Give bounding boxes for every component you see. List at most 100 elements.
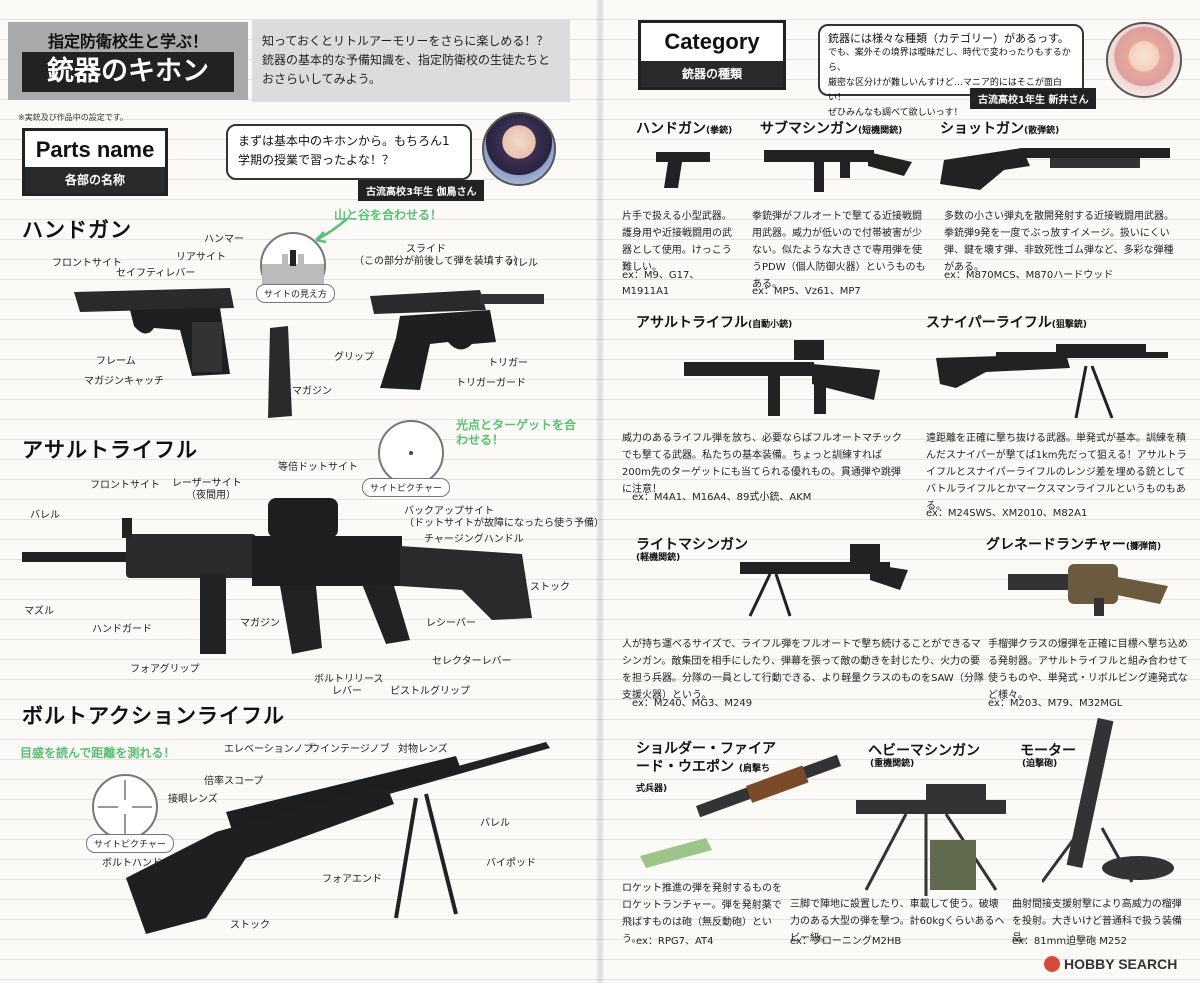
cat-mortar-ex: ex：81mm迫撃砲 M252 <box>1012 936 1127 947</box>
label-objective: 対物レンズ <box>398 744 448 755</box>
cat-smg-image <box>764 150 912 192</box>
label-barrel-bolt: バレル <box>480 818 510 829</box>
cat-gl-desc: 手榴弾クラスの爆弾を正確に目標へ撃ち込める発射器。アサルトライフルと組み合わせて… <box>988 639 1188 701</box>
bubble-line-4: ぜひみんなも調べて欲しいっす！ <box>828 108 963 118</box>
cat-sniper-image <box>936 344 1168 419</box>
cat-shotgun-image <box>940 148 1170 190</box>
label-forend: フォアエンド <box>322 874 382 885</box>
label-front-sight: フロントサイト <box>52 258 122 269</box>
section-title-handgun: ハンドガン <box>16 214 142 244</box>
section-title-assault-rifle: アサルトライフル <box>16 434 208 464</box>
label-rear-sight: リアサイト <box>176 252 226 263</box>
cat-handgun-desc: 片手で扱える小型武器。護身用や近接戦闘用の武器として使用。けっこう難しい。 <box>622 211 732 273</box>
cat-sniper-ex: ex：M24SWS、XM2010、M82A1 <box>926 508 1088 519</box>
handgun-image-2 <box>370 290 544 390</box>
speech-bubble-right: 銃器には様々な種類（カテゴリー）があるっす。 でも、案外その境界は曖昧だし、時代… <box>818 24 1084 118</box>
label-trigger: トリガー <box>488 358 528 369</box>
label-elevation: エレベーションノブ <box>224 744 314 755</box>
cat-hmg-sub: (重機関銃) <box>870 759 915 769</box>
label-grip: グリップ <box>334 352 374 363</box>
parts-name-badge: Parts name 各部の名称 <box>22 128 168 196</box>
label-charging-handle: チャージングハンドル <box>424 534 524 545</box>
label-laser: レーザーサイト <box>172 478 242 489</box>
label-stock-bolt: ストック <box>230 920 270 931</box>
category-badge: Category 銃器の種類 <box>638 20 786 90</box>
cat-sfw-ex: ex：RPG7、AT4 <box>636 936 714 947</box>
label-bipod: バイポッド <box>486 858 536 869</box>
label-slide-note: （この部分が前後して弾を装填する） <box>354 256 524 267</box>
magazine-image <box>268 326 292 418</box>
cat-ar-title: アサルトライフル(自動小銃) <box>632 312 797 332</box>
section-title-bolt-action: ボルトアクションライフル <box>16 700 295 730</box>
label-eyepiece: 接眼レンズ <box>168 794 218 805</box>
bolt-hint: 目盛を読んで距離を測れる！ <box>20 746 176 760</box>
category-title: Category <box>664 29 760 54</box>
handgun-sight-caption: サイトの見え方 <box>256 284 336 303</box>
cat-mortar-desc: 曲射間接支援射撃により高威力の榴弾を投射。大きいけど普通科で扱う装備品。 <box>1012 899 1182 944</box>
character-caption-right: 古流高校1年生 新井さん <box>970 88 1097 109</box>
cat-shotgun-ex: ex：M870MCS、M870ハードウッド <box>944 270 1114 281</box>
cat-mortar-sub: (迫撃砲) <box>1022 759 1058 769</box>
cat-sfw-title: ショルダー・ファイアード・ウエポン (肩撃ち式兵器) <box>636 741 776 794</box>
watermark: HOBBY SEARCH <box>1044 956 1177 972</box>
label-handguard: ハンドガード <box>92 624 152 635</box>
cat-lmg-title: ライトマシンガン <box>632 534 752 554</box>
label-mag-catch: マガジンキャッチ <box>84 376 164 387</box>
bolt-sight-caption: サイトピクチャー <box>86 834 174 853</box>
disclaimer-note: ※実銃及び作品中の設定です。 <box>18 113 128 122</box>
label-dot-sight: 等倍ドットサイト <box>278 462 358 473</box>
cat-gl-image <box>1008 564 1168 616</box>
cat-mortar-image <box>1042 718 1174 883</box>
label-pistol-grip: ピストルグリップ <box>390 686 470 697</box>
cat-sfw-desc: ロケット推進の弾を発射するものをロケットランチャー。弾を発射薬で飛ばすものは砲（… <box>622 883 782 945</box>
cat-ar-image <box>684 340 880 416</box>
cat-mortar-title: モーター <box>1016 740 1080 760</box>
label-magazine-ar: マガジン <box>240 618 280 629</box>
cat-ar-desc: 威力のあるライフル弾を放ち、必要ならばフルオートマチックでも撃てる武器。私たちの… <box>622 433 902 495</box>
assault-sight-caption: サイトピクチャー <box>362 478 450 497</box>
watermark-logo-icon <box>1044 956 1060 972</box>
label-slide: スライド <box>406 244 446 255</box>
cat-smg-ex: ex：MP5、Vz61、MP7 <box>752 286 861 297</box>
bolt-action-image <box>126 742 550 934</box>
label-hammer: ハンマー <box>204 234 244 245</box>
cat-handgun-ex: ex：M9、G17、M1911A1 <box>622 270 700 297</box>
speech-bubble-left: まずは基本中のキホンから。もちろん1学期の授業で習ったよな！？ <box>226 124 472 180</box>
label-magazine: マガジン <box>292 386 332 397</box>
cat-smg-desc: 拳銃弾がフルオートで撃てる近接戦闘用武器。威力が低いので付帯被害が少ない。似たよ… <box>752 211 926 290</box>
character-avatar-left <box>482 112 556 186</box>
label-foregrip: フォアグリップ <box>130 664 200 675</box>
label-frame: フレーム <box>96 356 136 367</box>
assault-rifle-image <box>22 498 532 654</box>
character-avatar-right <box>1106 22 1182 98</box>
cat-ar-ex: ex：M4A1、M16A4、89式小銃、AKM <box>632 492 812 503</box>
cat-smg-title: サブマシンガン(短機関銃) <box>756 118 907 138</box>
cat-lmg-desc: 人が持ち運べるサイズで、ライフル弾をフルオートで撃ち続けることができるマシンガン… <box>622 639 984 701</box>
assault-sight-picture <box>378 420 444 486</box>
label-windage: ウインテージノブ <box>310 744 390 755</box>
label-scope: 倍率スコープ <box>204 776 264 787</box>
bubble-line-1: 銃器には様々な種類（カテゴリー）があるっす。 <box>828 32 1069 45</box>
cat-hmg-image <box>856 784 1006 896</box>
label-backup-sight: バックアップサイト <box>404 506 494 517</box>
label-barrel-ar: バレル <box>30 510 60 521</box>
cat-gl-title: グレネードランチャー(擲弾筒) <box>982 534 1166 554</box>
assault-hint: 光点とターゲットを合わせる！ <box>456 418 577 447</box>
handgun-image-1 <box>74 288 234 376</box>
bolt-sight-picture <box>92 774 158 840</box>
cat-gl-ex: ex：M203、M79、M32MGL <box>988 698 1123 709</box>
label-muzzle: マズル <box>24 606 54 617</box>
character-caption-left: 古流高校3年生 伽鳥さん <box>358 180 485 201</box>
label-selector: セレクターレバー <box>432 656 512 667</box>
label-bolt-handle: ボルトハンドル <box>102 858 172 869</box>
cat-sniper-desc: 遠距離を正確に撃ち抜ける武器。単発式が基本。訓練を積んだスナイパーが撃てば1km… <box>926 433 1187 512</box>
label-trigger-guard: トリガーガード <box>456 378 526 389</box>
label-bolt-release: ボルトリリース <box>314 674 384 685</box>
cat-handgun-title: ハンドガン(拳銃) <box>632 118 737 138</box>
intro-text: 知っておくとリトルアーモリーをさらに楽しめる！？銃器の基本的な予備知識を、指定防… <box>252 20 570 102</box>
cat-shotgun-title: ショットガン(散弾銃) <box>936 118 1064 138</box>
title-subtitle: 指定防衛校生と学ぶ！ <box>47 32 208 51</box>
label-front-sight-ar: フロントサイト <box>90 480 160 491</box>
cat-handgun-image <box>656 152 710 188</box>
cat-hmg-ex: ex：ブローニングM2HB <box>790 936 902 947</box>
